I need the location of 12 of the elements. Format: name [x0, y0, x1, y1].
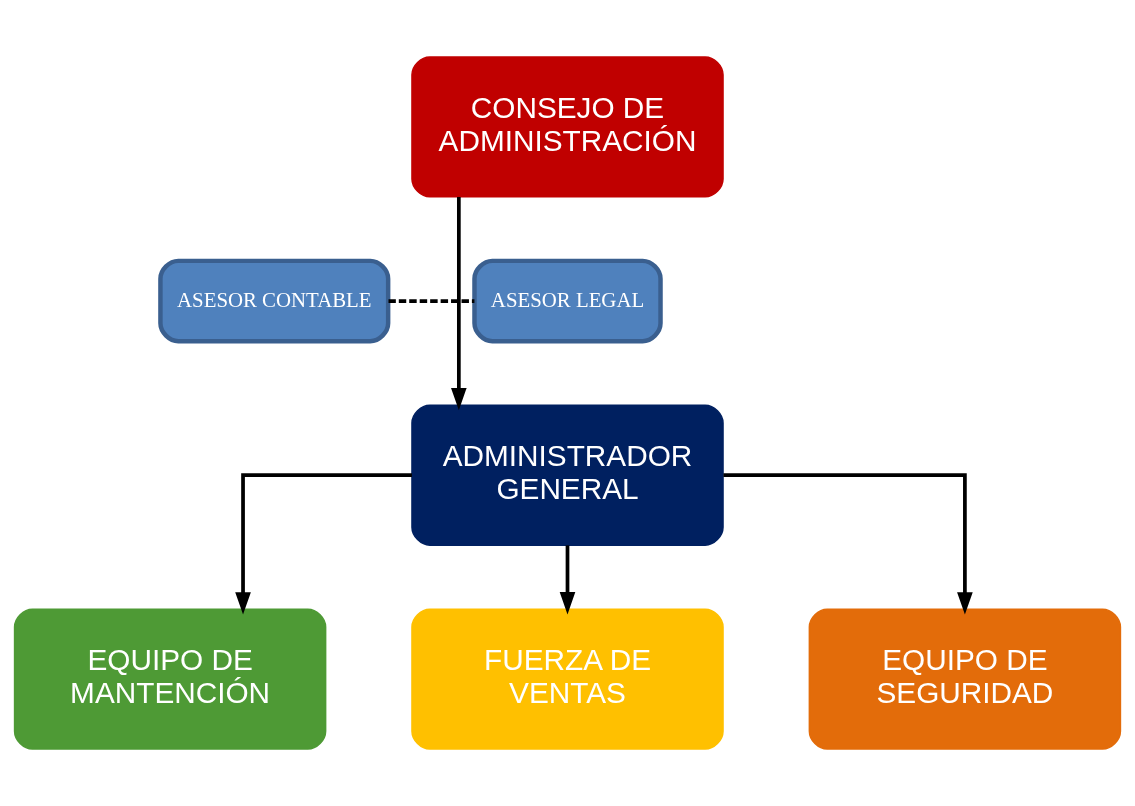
node-box: EQUIPO DE MANTENCIÓN [13, 608, 327, 750]
node-box: FUERZA DE VENTAS [411, 608, 724, 750]
node-box: ASESOR CONTABLE [158, 258, 391, 344]
arrow [451, 196, 467, 411]
arrow [235, 473, 412, 615]
node-box: ADMINISTRADOR GENERAL [411, 404, 724, 546]
node-box: ASESOR LEGAL [472, 258, 663, 344]
arrow [723, 473, 973, 615]
node-box: EQUIPO DE SEGURIDAD [808, 608, 1122, 750]
arrow [559, 545, 576, 615]
connector [388, 299, 475, 303]
node-box: CONSEJO DE ADMINISTRACIÓN [411, 56, 724, 198]
